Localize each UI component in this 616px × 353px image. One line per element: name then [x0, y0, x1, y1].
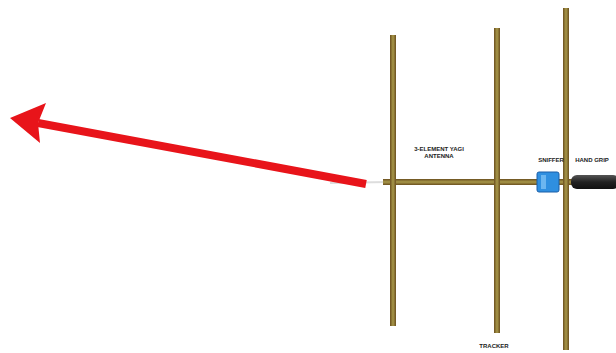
grip-label: HAND GRIP [572, 157, 612, 164]
sniffer-highlight [541, 175, 546, 189]
direction-arrow-shaft [38, 123, 366, 184]
antenna-label: 3-ELEMENT YAGI ANTENNA [408, 146, 470, 160]
direction-arrow-head [10, 103, 46, 143]
tracker-label: TRACKER [474, 343, 514, 350]
reflector-element [563, 8, 569, 350]
sniffer-box [537, 172, 559, 192]
hand-grip [571, 175, 616, 189]
sniffer-label: SNIFFER [536, 157, 566, 164]
director-element [390, 35, 396, 326]
driven-element [494, 28, 500, 333]
